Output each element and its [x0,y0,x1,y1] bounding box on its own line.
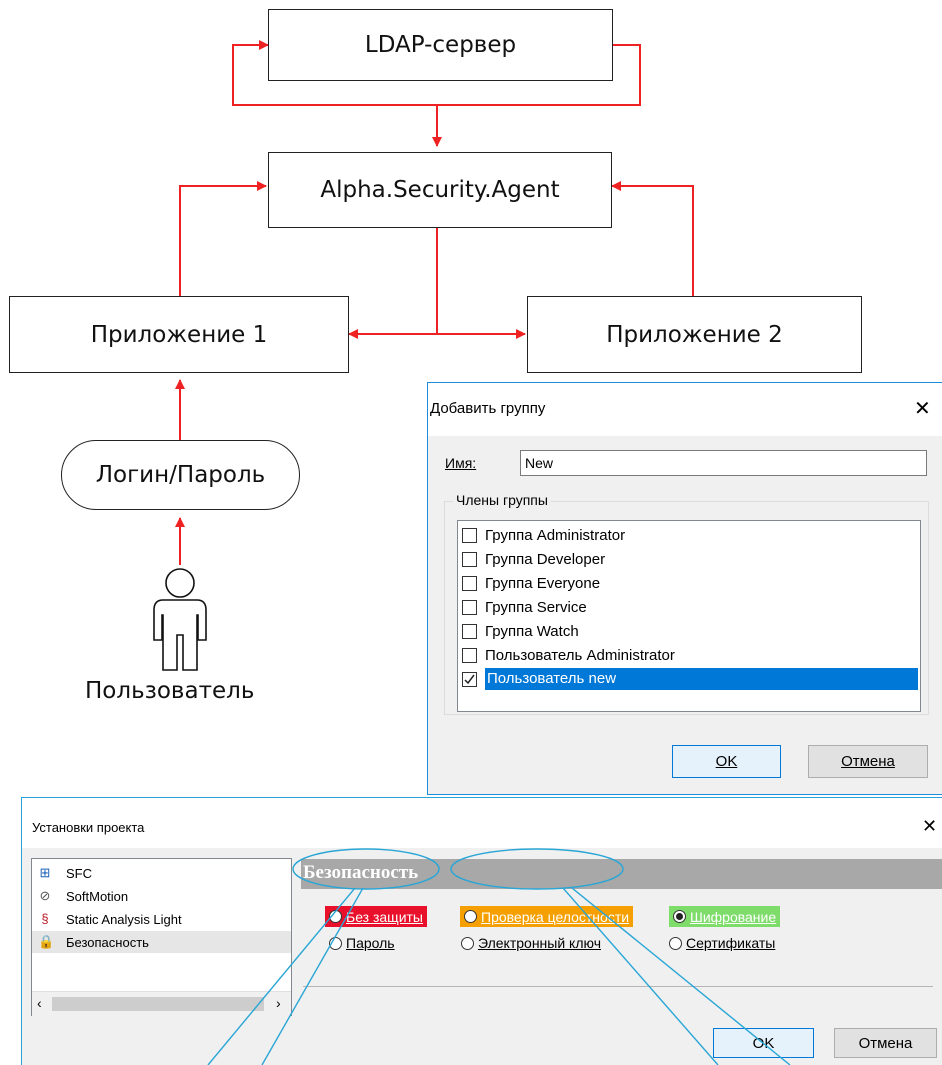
section-divider [303,986,933,987]
group-member-label: Пользователь new [485,668,918,690]
app1-to-agent-arrow [179,181,267,296]
checkbox-icon[interactable] [462,647,477,663]
group-member-label: Группа Everyone [485,574,601,592]
softmotion-icon: ⊘ [39,888,51,903]
add-group-dialog: Добавить группу ✕ Имя: Члены группы Груп… [427,382,942,795]
application-1-label: Приложение 1 [90,321,268,348]
settings-tree-label: SFC [66,865,92,881]
group-member-row[interactable]: Группа Watch [462,620,918,642]
project-settings-dialog: Установки проекта ✕ ⊞ SFC ⊘ SoftMotion § Stat… [21,797,942,1065]
group-member-row[interactable]: Группа Developer [462,548,918,570]
close-icon[interactable]: ✕ [922,816,938,836]
settings-tree: ⊞ SFC ⊘ SoftMotion § Static Analysis Light 🔒 Бе… [31,858,292,1016]
settings-tree-label: Безопасность [66,934,149,950]
security-mode-option[interactable]: Без защиты [325,906,427,927]
horizontal-scrollbar[interactable]: ‹ › [32,991,291,1016]
application-1-node: Приложение 1 [9,296,349,373]
radio-selected-icon[interactable] [673,910,686,923]
login-password-node: Логин/Пароль [61,440,300,510]
ldap-server-label: LDAP-сервер [364,32,517,58]
security-mode-label: Проверка целостности [481,908,630,925]
security-agent-node: Alpha.Security.Agent [268,152,612,228]
project-settings-titlebar: Установки проекта ✕ [22,798,942,848]
scroll-thumb[interactable] [52,997,264,1011]
radio-icon[interactable] [329,910,342,923]
scroll-left-icon[interactable]: ‹ [37,995,42,1011]
checkbox-icon[interactable] [462,575,477,591]
security-mode-label: Шифрование [690,908,777,925]
group-member-row[interactable]: Пользователь Administrator [462,644,918,666]
checkbox-icon[interactable] [462,599,477,615]
protection-method-option[interactable]: Пароль [329,933,395,953]
application-2-node: Приложение 2 [527,296,862,373]
group-member-label: Группа Service [485,598,587,616]
section-icon: § [41,911,49,926]
group-member-row[interactable]: Группа Administrator [462,524,918,546]
radio-icon[interactable] [464,910,477,923]
ldap-server-node: LDAP-сервер [268,9,613,81]
sfc-icon: ⊞ [39,865,51,880]
group-member-row[interactable]: Пользователь new [462,668,918,690]
protection-method-option[interactable]: Электронный ключ [461,933,601,953]
ok-button[interactable]: OK [672,745,781,778]
section-header: Безопасность [301,859,942,889]
protection-method-label: Электронный ключ [478,935,601,951]
group-member-label: Пользователь Administrator [485,646,675,664]
settings-tree-item[interactable]: 🔒 Безопасность [32,931,291,953]
security-agent-label: Alpha.Security.Agent [320,177,560,203]
checkbox-icon[interactable] [462,623,477,639]
protection-method-label: Пароль [346,935,395,951]
group-member-row[interactable]: Группа Service [462,596,918,618]
section-title: Безопасность [303,862,419,883]
settings-tree-item[interactable]: § Static Analysis Light [38,908,182,930]
login-password-label: Логин/Пароль [95,462,266,488]
scroll-right-icon[interactable]: › [276,995,281,1011]
checkbox-icon[interactable] [462,551,477,567]
radio-icon[interactable] [329,936,342,950]
project-settings-title: Установки проекта [32,820,145,835]
name-label: Имя: [445,455,477,471]
group-name-input[interactable] [520,450,927,476]
group-members-fieldset [444,501,929,715]
protection-method-option[interactable]: Сертификаты [669,933,775,953]
group-members-legend: Члены группы [453,492,551,508]
ok-button[interactable]: OK [713,1028,814,1058]
checkbox-icon[interactable] [462,527,477,543]
security-mode-label: Без защиты [346,908,423,925]
group-member-label: Группа Developer [485,550,606,568]
settings-tree-label: Static Analysis Light [66,911,182,927]
radio-icon[interactable] [461,936,474,950]
close-icon[interactable]: ✕ [914,398,931,420]
application-2-label: Приложение 2 [606,321,783,348]
add-group-title: Добавить группу [430,400,546,417]
settings-tree-label: SoftMotion [66,888,129,904]
user-label: Пользователь [85,678,255,704]
group-member-label: Группа Administrator [485,526,626,544]
protection-method-label: Сертификаты [686,935,776,951]
group-member-label: Группа Watch [485,622,579,640]
user-figure-icon [153,568,207,671]
settings-tree-item[interactable]: ⊘ SoftMotion [38,885,129,907]
radio-icon[interactable] [669,936,682,950]
group-member-row[interactable]: Группа Everyone [462,572,918,594]
add-group-titlebar: Добавить группу ✕ [428,383,942,436]
lock-icon: 🔒 [38,934,55,949]
cancel-button[interactable]: Отмена [834,1028,937,1058]
security-mode-option[interactable]: Шифрование [669,906,781,927]
security-mode-option[interactable]: Проверка целостности [460,906,634,927]
app2-to-agent-arrow [611,181,694,296]
checkbox-checked-icon[interactable] [462,671,477,687]
cancel-button[interactable]: Отмена [808,745,928,778]
settings-tree-item[interactable]: ⊞ SFC [38,862,92,884]
